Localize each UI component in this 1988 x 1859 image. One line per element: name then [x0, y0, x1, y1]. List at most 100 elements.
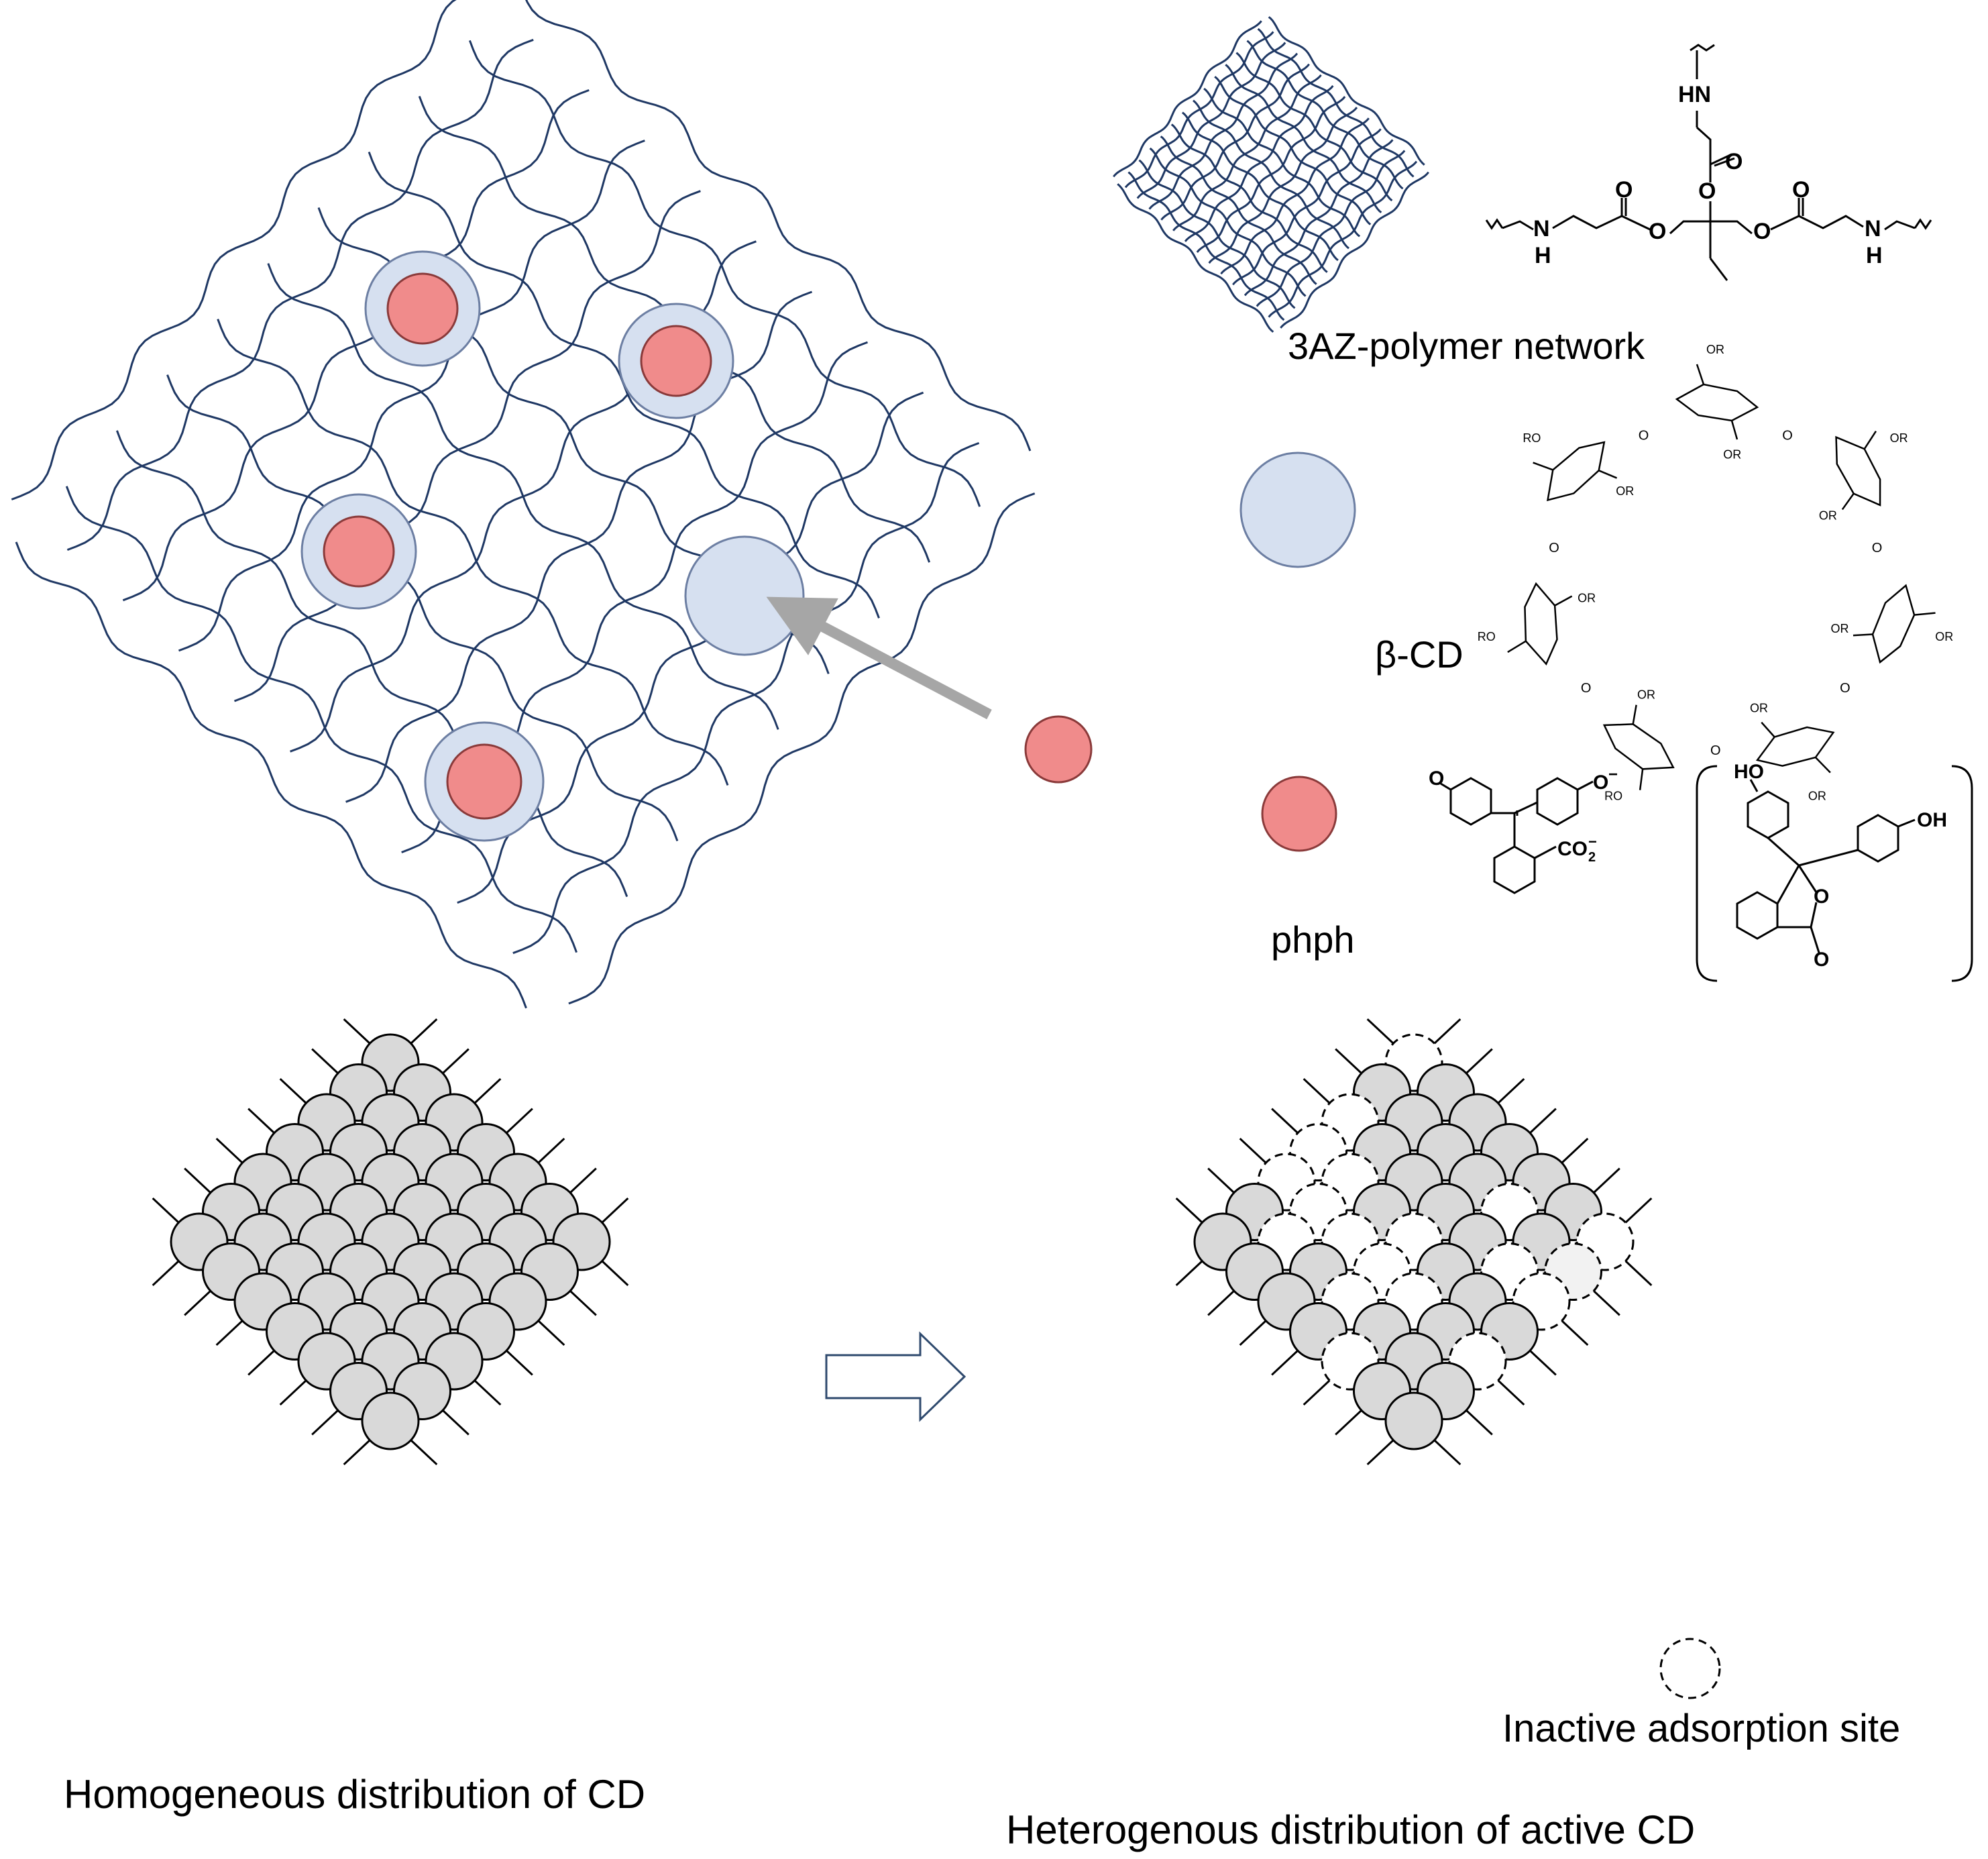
- mesh-strand: [1214, 76, 1372, 225]
- active-cd-site: [361, 1391, 420, 1450]
- guest-legend-symbol: [1261, 776, 1337, 852]
- phph-carboxylate-subscript: 2: [1588, 850, 1596, 865]
- mesh-strand: [1235, 52, 1393, 202]
- mesh-strand: [1246, 40, 1404, 190]
- mesh-strand: [122, 89, 590, 602]
- cd-complex-3: [300, 493, 417, 610]
- mesh-strand: [267, 263, 779, 730]
- mesh-strand: [512, 441, 980, 955]
- amine-h-right: H: [1866, 243, 1883, 268]
- mesh-strand: [1220, 117, 1370, 275]
- cd-complex-2: [618, 303, 734, 419]
- glycosidic-oxygen: O: [1872, 541, 1883, 555]
- phph-carboxylate-charge: −: [1588, 833, 1597, 850]
- polymer-mesh-large: [11, 0, 1036, 1009]
- glucose-unit: [1835, 430, 1881, 511]
- mesh-strand: [1244, 139, 1394, 297]
- mesh-strand: [468, 40, 981, 507]
- phph-phenolate-charge: −: [1608, 765, 1618, 784]
- carbonyl-oxygen-top: O: [1725, 149, 1743, 174]
- active-cd-site: [1384, 1391, 1443, 1450]
- inactive-site-legend-label: Inactive adsorption site: [1502, 1707, 1900, 1750]
- mesh-strand: [166, 374, 679, 842]
- carbonyl-oxygen-left: O: [1615, 177, 1633, 203]
- phph-quinone-oxygen: O: [1429, 767, 1444, 790]
- ester-oxygen-left: O: [1649, 219, 1666, 244]
- mesh-strand: [1117, 183, 1274, 333]
- mesh-strand: [345, 290, 813, 803]
- mesh-strand: [115, 430, 628, 898]
- phph-phenolate-oxygen: O: [1593, 772, 1608, 794]
- mesh-strand: [1225, 64, 1382, 213]
- cd-substituent-inner: OR: [1750, 702, 1768, 715]
- cd-substituent-outer: OR: [1808, 789, 1826, 802]
- phph-dianion-structure: [1440, 777, 1594, 894]
- phph-lactone-structure: [1696, 765, 1973, 982]
- glucose-unit: [1675, 364, 1759, 440]
- lactone-ring-oxygen: O: [1814, 886, 1829, 908]
- cd-substituent-inner: OR: [1831, 622, 1849, 635]
- cd-substituent-inner: OR: [1819, 509, 1837, 523]
- guest-label: phph: [1271, 918, 1355, 961]
- mesh-strand: [1232, 128, 1382, 286]
- mesh-strand: [11, 0, 457, 500]
- heterogeneous-caption: Heterogenous distribution of active CD: [1006, 1807, 1695, 1852]
- amine-n-left: N: [1533, 216, 1550, 242]
- cd-substituent-inner: OR: [1578, 591, 1596, 604]
- mesh-strand: [525, 0, 1032, 452]
- cd-substituent-outer: OR: [1890, 431, 1908, 445]
- ester-oxygen-top: O: [1698, 178, 1716, 204]
- free-guest-molecule: [1024, 715, 1093, 784]
- mesh-strand: [15, 541, 527, 1009]
- amine-n-right: N: [1865, 216, 1881, 242]
- cd-empty-cavity: [684, 535, 805, 656]
- mesh-strand: [568, 492, 1036, 1005]
- cd-label: β-CD: [1375, 633, 1464, 676]
- cd-complex-1: [364, 250, 481, 367]
- homogeneous-caption: Homogeneous distribution of CD: [64, 1772, 645, 1817]
- glucose-unit: [1533, 441, 1618, 502]
- glycosidic-oxygen: O: [1639, 429, 1649, 443]
- lactone-hydroxyl-left: HO: [1734, 761, 1764, 783]
- mesh-strand: [1268, 160, 1418, 318]
- glycosidic-oxygen: O: [1782, 429, 1793, 443]
- mesh-strand: [1203, 87, 1361, 237]
- mesh-strand: [1193, 99, 1349, 250]
- mesh-strand: [1257, 28, 1415, 178]
- cd-substituent-outer: RO: [1478, 630, 1496, 643]
- mesh-strand: [1138, 159, 1296, 309]
- mesh-strand: [1256, 150, 1406, 307]
- mesh-strand: [1172, 74, 1322, 231]
- mesh-strand: [1208, 107, 1358, 264]
- polymer-mesh-icon: [1113, 16, 1429, 333]
- lactone-carbonyl-oxygen: O: [1814, 949, 1829, 971]
- mesh-strand: [66, 38, 534, 551]
- glycosidic-oxygen: O: [1840, 681, 1851, 696]
- mesh-strand: [1170, 123, 1328, 273]
- lactone-hydroxyl-right: OH: [1917, 809, 1947, 831]
- mesh-strand: [217, 319, 729, 786]
- cd-substituent-outer: RO: [1604, 789, 1622, 802]
- cd-legend-symbol: [1239, 452, 1356, 568]
- cd-complex-4: [424, 721, 545, 842]
- glucose-unit: [1507, 582, 1573, 666]
- cd-substituent-inner: OR: [1616, 484, 1634, 498]
- crosslinker-structure: [1485, 44, 1932, 281]
- glucose-unit: [1853, 584, 1936, 664]
- glucose-unit: [1755, 721, 1835, 774]
- mesh-strand: [233, 190, 701, 702]
- mesh-strand: [1184, 85, 1334, 242]
- amine-label-top: HN: [1678, 82, 1711, 107]
- cd-substituent-inner: OR: [1723, 447, 1741, 461]
- cd-substituent-outer: RO: [1523, 431, 1541, 445]
- adsorption-arrow: [766, 596, 992, 720]
- network-label: 3AZ-polymer network: [1288, 325, 1645, 367]
- heterogeneous-site-grid: [1175, 1018, 1653, 1466]
- transition-arrow: [825, 1331, 967, 1422]
- mesh-strand: [1280, 171, 1429, 329]
- mesh-strand: [1149, 147, 1307, 297]
- homogeneous-site-grid: [152, 1018, 629, 1466]
- mesh-strand: [1136, 42, 1286, 199]
- mesh-strand: [1113, 20, 1262, 178]
